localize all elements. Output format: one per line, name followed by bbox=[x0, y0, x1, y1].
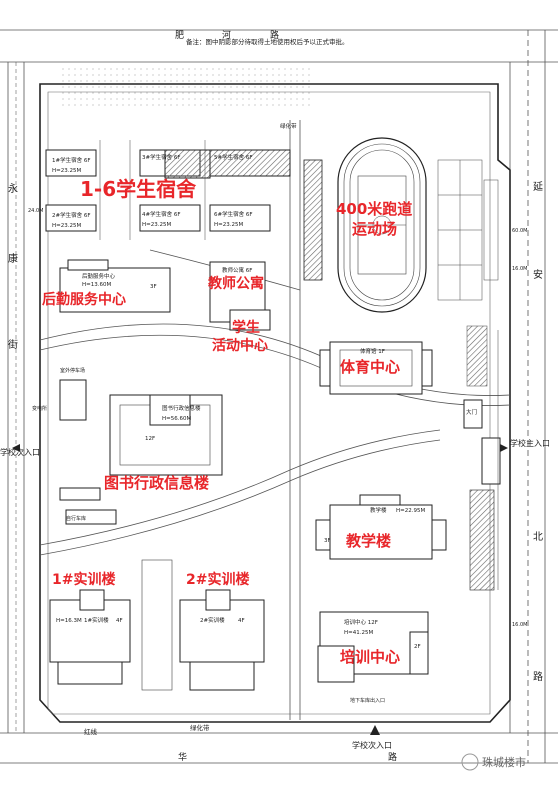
logistics-floors-label: 3F bbox=[150, 284, 157, 290]
apt-small-label: 教师公寓 6F bbox=[222, 266, 252, 274]
teaching-h-label: H=22.95M bbox=[396, 508, 425, 514]
south-entrance-marker-icon bbox=[370, 725, 380, 735]
training-buildings bbox=[49, 559, 265, 691]
dorm6-label: 6#学生宿舍 6F bbox=[214, 210, 253, 218]
track-field bbox=[303, 137, 499, 313]
road-west-1: 永 bbox=[8, 182, 18, 195]
north-green-belt bbox=[60, 68, 310, 108]
tc-h-label: H=41.25M bbox=[344, 630, 373, 636]
road-west-2: 康 bbox=[8, 252, 18, 265]
zone-dorms-label: 1-6学生宿舍 bbox=[80, 177, 197, 201]
tc-floors-label: 2F bbox=[414, 644, 421, 650]
road-south-1: 华 bbox=[178, 751, 187, 763]
library-floors-label: 12F bbox=[145, 436, 155, 442]
tr2-floors-label: 4F bbox=[238, 618, 245, 624]
substation-label: 变电所 bbox=[32, 405, 47, 412]
entrance-south-label: 学校次入口 bbox=[352, 740, 392, 750]
tr2-small-label: 2#实训楼 bbox=[200, 616, 225, 624]
tr1-h-label: H=16.3M bbox=[56, 618, 82, 624]
logistics-h-label: H=13.60M bbox=[82, 282, 111, 288]
gym-building bbox=[319, 341, 433, 395]
parking-label: 室外停车场 bbox=[60, 367, 85, 374]
dorm2-label: 2#学生宿舍 6F bbox=[52, 211, 91, 219]
library-building bbox=[59, 379, 223, 525]
dorm4-h-label: H=23.25M bbox=[142, 222, 171, 228]
logistics-small-label: 后勤服务中心 bbox=[82, 272, 116, 280]
dorm2-h-label: H=23.25M bbox=[52, 223, 81, 229]
zone-track-line2: 运动场 bbox=[352, 220, 397, 238]
dorm1-label: 1#学生宿舍 6F bbox=[52, 156, 91, 164]
zone-gym-label: 体育中心 bbox=[340, 358, 400, 376]
zone-training1-label: 1#实训楼 bbox=[52, 571, 115, 588]
zone-training-center-label: 培训中心 bbox=[340, 648, 400, 666]
library-h-label: H=56.60M bbox=[162, 416, 191, 422]
zone-teacher-apts-label: 教师公寓 bbox=[208, 275, 264, 292]
zone-library-label: 图书行政信息楼 bbox=[104, 474, 209, 492]
internal-roads bbox=[39, 120, 511, 720]
entrance-west-label: 学校次入口 bbox=[0, 447, 40, 457]
map-note: 备注：图中阴影部分待取得土地使用权后予以正式审批。 bbox=[186, 37, 349, 46]
greenline-south-label: 绿化带 bbox=[190, 723, 210, 732]
zone-track-label: 400米跑道 运动场 bbox=[336, 200, 418, 238]
east-entrance-arrow-icon bbox=[500, 444, 508, 452]
entrance-main-label: 学校主入口 bbox=[510, 438, 550, 448]
road-west-3: 街 bbox=[8, 338, 18, 351]
logistics-apts bbox=[59, 259, 271, 331]
site-boundary bbox=[39, 83, 511, 723]
tc-small-label: 培训中心 12F bbox=[344, 618, 378, 626]
zone-training2-label: 2#实训楼 bbox=[186, 571, 249, 588]
gym-small-label: 体育馆 1F bbox=[360, 347, 385, 355]
zone-activity-label: 学生 活动中心 bbox=[212, 319, 268, 354]
library-small-label: 图书行政信息楼 bbox=[162, 404, 201, 412]
zone-teaching-label: 教学楼 bbox=[345, 532, 391, 550]
dim-east3-label: 16.0M bbox=[512, 622, 527, 628]
teaching-small-label: 教学楼 bbox=[370, 506, 387, 514]
dorm-buildings bbox=[45, 140, 291, 240]
road-south-2: 路 bbox=[388, 751, 397, 763]
training-center-building bbox=[317, 611, 429, 683]
tr1-floors-label: 4F bbox=[116, 618, 123, 624]
teaching-floors-label: 3F bbox=[324, 538, 331, 544]
road-east-1: 延 bbox=[533, 181, 543, 193]
road-north-1: 肥 bbox=[175, 30, 184, 41]
road-east-2: 安 bbox=[533, 268, 543, 281]
east-entrance bbox=[463, 325, 501, 590]
road-east-3: 北 bbox=[533, 531, 543, 543]
dim-east2-label: 16.0M bbox=[512, 266, 527, 272]
inner-boundary bbox=[47, 91, 491, 715]
dorm3-label: 3#学生宿舍 6F bbox=[142, 153, 181, 161]
dim-west-label: 24.0M bbox=[28, 208, 43, 214]
zone-logistics-label: 后勤服务中心 bbox=[42, 291, 126, 308]
south-dim-label: 地下车库出入口 bbox=[350, 697, 385, 704]
dorm6-h-label: H=23.25M bbox=[214, 222, 243, 228]
road-north-3: 路 bbox=[270, 29, 279, 41]
wechat-icon bbox=[461, 753, 479, 771]
east-gate-label: 大门 bbox=[466, 408, 477, 416]
road-north-2: 河 bbox=[222, 29, 231, 41]
west-entrance-arrow-icon bbox=[12, 444, 20, 452]
zone-activity-line2: 活动中心 bbox=[212, 337, 268, 354]
zone-track-line1: 400米跑道 bbox=[336, 200, 412, 218]
bike-label: 自行车库 bbox=[66, 515, 86, 522]
zone-activity-line1: 学生 bbox=[232, 319, 260, 336]
greenline-north-label: 绿化带 bbox=[280, 122, 297, 130]
dorm1-h-label: H=23.25M bbox=[52, 168, 81, 174]
dim-east-label: 60.0M bbox=[512, 228, 527, 234]
tr1-small-label: 1#实训楼 bbox=[84, 616, 109, 624]
redline-label: 红线 bbox=[84, 727, 98, 736]
dorm5-label: 5#学生宿舍 6F bbox=[214, 153, 253, 161]
dorm4-label: 4#学生宿舍 6F bbox=[142, 210, 181, 218]
watermark-text: 珠城楼市 bbox=[482, 755, 526, 769]
road-east-4: 路 bbox=[533, 670, 543, 683]
teaching-building bbox=[315, 489, 495, 591]
